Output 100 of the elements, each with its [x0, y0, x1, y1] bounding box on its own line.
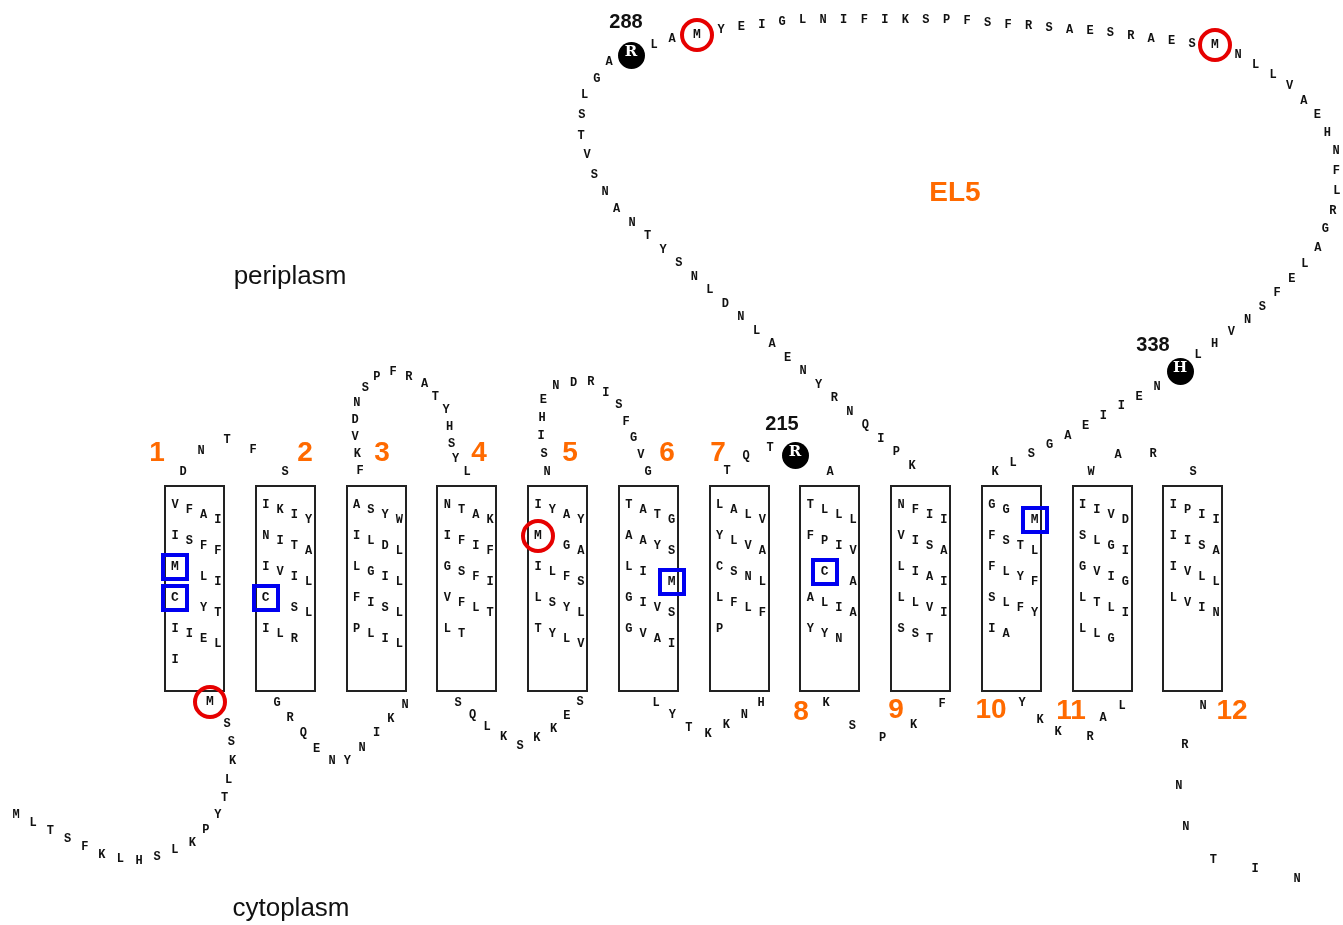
residue-letter: Y	[806, 622, 814, 636]
residue-letter: N	[552, 379, 560, 394]
residue-disc: H	[1166, 357, 1194, 385]
residue-letter: I	[639, 596, 647, 610]
residue-letter: I	[1121, 544, 1129, 558]
residue-letter: I	[214, 513, 222, 527]
residue-letter: V	[744, 539, 752, 553]
helix-number: 3	[374, 436, 390, 468]
helix-number: 2	[297, 436, 313, 468]
residue-letter: L	[897, 560, 905, 574]
residue-letter: Q	[742, 449, 750, 463]
residue-letter: L	[652, 696, 660, 710]
helix-box	[345, 485, 407, 692]
residue-letter: L	[548, 565, 556, 579]
residue-letter: L	[214, 637, 222, 651]
residue-letter: G	[625, 591, 633, 605]
residue-letter: L	[1009, 455, 1017, 470]
residue-letter: H	[757, 696, 765, 710]
residue-letter: K	[704, 726, 712, 741]
residue-letter: L	[752, 323, 761, 338]
residue-letter: N	[628, 215, 636, 230]
residue-letter: K	[188, 835, 196, 850]
residue-letter: L	[730, 534, 738, 548]
residue-letter: V	[276, 565, 284, 579]
residue-letter: L	[1269, 68, 1277, 83]
residue-letter: N	[819, 13, 827, 27]
residue-letter: N	[1182, 820, 1190, 835]
residue-letter: I	[926, 508, 934, 522]
highlight-square: C	[161, 584, 189, 612]
residue-letter: D	[570, 375, 578, 390]
residue-letter: T	[46, 824, 54, 839]
residue-letter: R	[1024, 19, 1033, 34]
residue-letter: F	[249, 443, 257, 457]
residue-letter: L	[395, 606, 403, 620]
residue-letter: L	[1107, 601, 1115, 615]
residue-letter: L	[897, 591, 905, 605]
residue-letter: Y	[577, 513, 585, 527]
residue-letter: F	[1016, 601, 1024, 615]
residue-letter: S	[911, 627, 919, 641]
residue-letter: S	[1106, 26, 1115, 41]
residue-letter: N	[846, 404, 854, 419]
residue-letter: G	[625, 622, 633, 636]
residue-letter: R	[830, 391, 838, 406]
residue-letter: L	[577, 606, 585, 620]
residue-letter: T	[685, 720, 693, 735]
residue-letter: L	[395, 544, 403, 558]
residue-letter: S	[983, 16, 992, 30]
residue-letter: I	[1212, 513, 1220, 527]
residue-letter: S	[223, 717, 231, 731]
residue-letter: G	[988, 498, 996, 512]
residue-letter: E	[1313, 108, 1321, 123]
helix-number: 8	[793, 695, 809, 727]
residue-letter: L	[367, 627, 375, 641]
residue-letter: I	[835, 601, 843, 615]
residue-letter: L	[1002, 565, 1010, 579]
residue-letter: T	[806, 498, 814, 512]
residue-letter: F	[200, 539, 208, 553]
residue-letter: F	[472, 570, 480, 584]
residue-letter: I	[840, 13, 848, 27]
residue-letter: E	[200, 632, 208, 646]
residue-letter: Y	[548, 503, 556, 517]
residue-letter: T	[290, 539, 298, 553]
residue-letter: I	[352, 529, 361, 543]
residue-letter: K	[98, 848, 106, 863]
residue-letter: L	[1251, 58, 1260, 73]
residue-letter: A	[1147, 31, 1155, 46]
residue-letter: K	[1054, 725, 1062, 739]
residue-letter: T	[644, 229, 652, 244]
residue-letter: G	[1078, 560, 1087, 574]
residue-letter: Y	[381, 508, 389, 522]
residue-letter: I	[602, 385, 610, 400]
residue-letter: N	[601, 185, 609, 200]
residue-letter: L	[1194, 348, 1202, 362]
residue-letter: T	[1016, 539, 1024, 553]
residue-letter: E	[1082, 419, 1090, 433]
residue-letter: N	[443, 498, 451, 512]
residue-letter: I	[290, 508, 298, 522]
helix-box	[254, 485, 316, 692]
residue-letter: V	[171, 498, 179, 512]
residue-letter: S	[281, 465, 289, 479]
residue-letter: N	[1332, 143, 1340, 158]
residue-letter: G	[778, 15, 786, 30]
residue-letter: H	[1211, 336, 1219, 351]
residue-letter: F	[758, 606, 766, 620]
residue-letter: L	[581, 88, 589, 103]
residue-letter: S	[153, 849, 161, 864]
highlight-ring: M	[521, 519, 555, 553]
residue-letter: L	[799, 13, 807, 27]
helix-number: 11	[1056, 694, 1086, 726]
residue-letter: S	[668, 606, 676, 620]
residue-letter: A	[1064, 428, 1072, 443]
residue-letter: I	[276, 534, 284, 548]
residue-letter: L	[820, 503, 829, 517]
residue-letter: L	[744, 508, 752, 522]
residue-letter: A	[612, 202, 621, 217]
residue-letter: K	[533, 731, 541, 746]
residue-letter: L	[472, 601, 480, 615]
residue-letter: T	[457, 627, 466, 641]
residue-letter: F	[81, 840, 89, 855]
residue-letter: I	[877, 431, 885, 446]
